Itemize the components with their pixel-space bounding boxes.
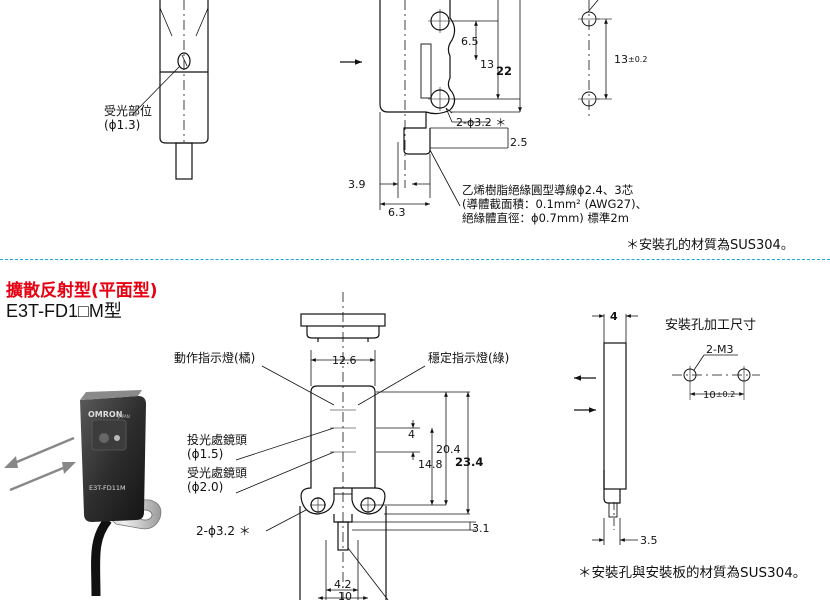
photo-model: E3T-FD11M xyxy=(89,484,126,492)
emitter-lens-label: 投光處鏡頭 xyxy=(187,432,247,447)
cable-desc-line3: 絕緣體直徑：ϕ0.7mm) 標準2m xyxy=(462,211,629,225)
cable-desc-line1: 乙烯樹脂絕緣圓型導線ϕ2.4、3芯 xyxy=(462,183,633,197)
section-divider xyxy=(0,259,830,260)
receiver-lens-dia: (ϕ2.0) xyxy=(187,480,223,494)
emitter-lens-dia: (ϕ1.5) xyxy=(187,447,223,461)
photo-emitter-lens xyxy=(99,433,109,443)
top-dimension-lines xyxy=(379,0,522,210)
emitter-dia: (ϕ1.3) xyxy=(104,118,140,132)
photo-indicator xyxy=(114,435,120,441)
dim-4: 4 xyxy=(408,428,415,441)
top-mount-pitch-value: 13 xyxy=(614,53,628,66)
dim-6-3: 6.3 xyxy=(388,206,406,219)
bottom-mount-pitch: 10±0.2 xyxy=(703,390,735,401)
mount-screw: 2-M3 xyxy=(706,343,733,356)
dim-3-9: 3.9 xyxy=(348,178,366,191)
bottom-mount-holes xyxy=(672,354,760,400)
op-indicator-label: 動作指示燈(橘) xyxy=(174,350,255,365)
dim-23-4: 23.4 xyxy=(455,455,483,469)
dim-22: 22 xyxy=(496,64,512,78)
mount-title: 安裝孔加工尺寸 xyxy=(665,318,756,333)
bottom-hole-label: 2-ϕ3.2 ＊ xyxy=(196,524,251,538)
top-note: ＊安裝孔的材質為SUS304。 xyxy=(626,238,794,253)
dim-3-1: 3.1 xyxy=(472,522,490,535)
top-sensor-front-view xyxy=(159,0,209,180)
side-dim-4: 4 xyxy=(610,310,618,323)
bottom-mount-pitch-tol: ±0.2 xyxy=(716,390,735,399)
bottom-top-view xyxy=(300,292,386,600)
photo-brand: OMRON xyxy=(88,410,122,419)
side-dimension-lines xyxy=(592,314,638,545)
emitter-label: 受光部位 xyxy=(104,103,152,118)
product-photo: OMRON JAPAN E3T-FD11M xyxy=(80,390,162,597)
dim-4-2: 4.2 xyxy=(334,578,352,591)
bottom-mount-pitch-value: 10 xyxy=(703,390,716,401)
dim-20-4: 20.4 xyxy=(436,443,461,456)
stable-indicator-label: 穩定指示燈(綠) xyxy=(428,350,509,365)
section-title: 擴散反射型(平面型) xyxy=(6,281,158,301)
bottom-note: ＊安裝孔與安裝板的材質為SUS304。 xyxy=(578,565,807,581)
bottom-front-view xyxy=(299,385,387,600)
dim-6-5: 6.5 xyxy=(461,35,479,48)
bottom-side-view xyxy=(603,314,627,530)
top-mount-holes xyxy=(578,0,612,116)
dim-14-8: 14.8 xyxy=(418,458,443,471)
dim-2-5: 2.5 xyxy=(510,136,528,149)
photo-brand-sub: JAPAN xyxy=(117,414,130,419)
photo-lens-window xyxy=(91,419,127,451)
receiver-lens-label: 受光處鏡頭 xyxy=(187,465,247,480)
dim-10: 10 xyxy=(338,590,352,600)
top-sensor-side-view xyxy=(379,0,456,188)
bottom-dimension-lines xyxy=(235,350,476,600)
photo-cable xyxy=(91,517,112,597)
model-name: E3T-FD1□M型 xyxy=(6,301,122,321)
side-dim-3-5: 3.5 xyxy=(640,534,658,547)
top-mount-pitch: 13±0.2 xyxy=(614,53,647,66)
photo-light-arrows xyxy=(4,436,76,492)
dim-13: 13 xyxy=(480,58,494,71)
top-mount-pitch-tol: ±0.2 xyxy=(628,55,647,64)
emitter-leader xyxy=(131,65,181,116)
photo-top-edge xyxy=(80,390,142,400)
dim-12-6: 12.6 xyxy=(332,354,357,367)
top-hole-label: 2-ϕ3.2 ＊ xyxy=(456,116,506,129)
cable-desc-line2: (導體截面積：0.1mm² (AWG27)、 xyxy=(462,197,647,211)
